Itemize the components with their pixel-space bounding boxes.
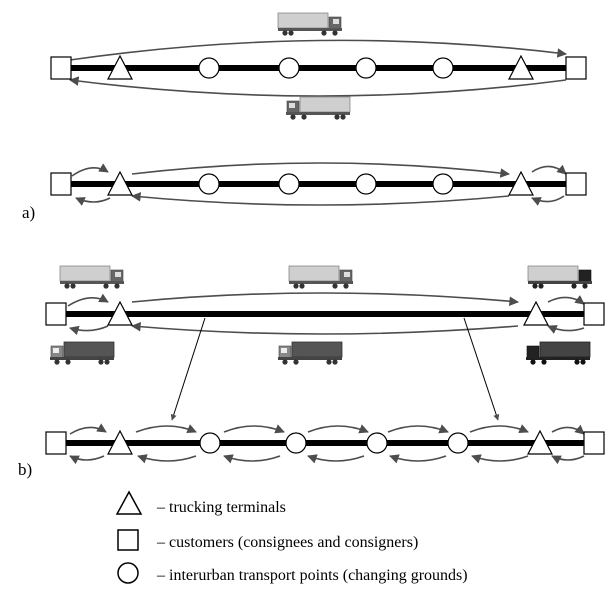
- transfer-arrow: [551, 455, 585, 465]
- square-customer-icon: [565, 172, 587, 196]
- transfer-arrow: [469, 424, 529, 434]
- triangle-terminal-icon: [115, 490, 143, 515]
- transfer-arrow: [307, 454, 365, 464]
- transfer-arrow: [135, 424, 197, 434]
- transfer-arrow: [547, 325, 585, 334]
- pointer-arrow: [463, 317, 500, 421]
- truck-icon: [525, 341, 591, 366]
- transfer-arrow: [551, 424, 585, 435]
- circle-transport-point-icon: [432, 173, 454, 195]
- truck-icon: [277, 12, 343, 37]
- transfer-arrow: [531, 164, 567, 175]
- legend-trucking-terminals: – trucking terminals: [156, 499, 286, 516]
- transfer-arrow: [531, 195, 565, 206]
- route-arrow: [131, 292, 519, 306]
- triangle-terminal-icon: [508, 170, 534, 196]
- circle-transport-point-icon: [117, 562, 139, 584]
- triangle-terminal-icon: [107, 429, 133, 455]
- panel-a-row-2: [50, 162, 587, 206]
- panel-a-row-1: [50, 12, 587, 121]
- panel-b-row-1: [45, 265, 605, 421]
- square-customer-icon: [583, 431, 605, 455]
- route-arrow: [131, 162, 510, 178]
- transfer-arrow: [71, 163, 109, 177]
- transfer-arrow: [75, 197, 111, 206]
- pointer-arrow: [170, 317, 206, 421]
- route-arrow: [69, 39, 567, 61]
- triangle-terminal-icon: [107, 300, 133, 326]
- circle-transport-point-icon: [278, 57, 300, 79]
- transfer-arrow: [387, 424, 449, 434]
- transfer-arrow: [67, 293, 109, 307]
- triangle-terminal-icon: [107, 54, 133, 80]
- circle-transport-point-icon: [278, 173, 300, 195]
- circle-transport-point-icon: [366, 432, 388, 454]
- circle-transport-point-icon: [432, 57, 454, 79]
- square-customer-icon: [45, 431, 67, 455]
- truck-icon: [527, 265, 593, 290]
- triangle-terminal-icon: [527, 429, 553, 455]
- transfer-arrow: [69, 423, 107, 435]
- square-customer-icon: [45, 302, 67, 326]
- transfer-arrow: [547, 294, 585, 305]
- truck-icon: [59, 265, 125, 290]
- triangle-terminal-icon: [107, 170, 133, 196]
- transfer-arrow: [307, 424, 369, 434]
- legend-customers: – customers (consignees and consigners): [156, 534, 418, 551]
- route-arrow: [131, 321, 519, 335]
- legend: – trucking terminals – customers (consig…: [115, 490, 468, 584]
- route-arrow: [69, 76, 567, 97]
- circle-transport-point-icon: [355, 173, 377, 195]
- transfer-arrow: [223, 454, 281, 464]
- square-customer-icon: [565, 56, 587, 80]
- triangle-terminal-icon: [523, 300, 549, 326]
- circle-transport-point-icon: [285, 432, 307, 454]
- transfer-arrow: [69, 455, 105, 465]
- circle-transport-point-icon: [199, 432, 221, 454]
- transfer-arrow: [471, 454, 529, 464]
- transfer-arrow: [137, 454, 197, 464]
- circle-transport-point-icon: [198, 57, 220, 79]
- legend-transport-points: – interurban transport points (changing …: [156, 567, 468, 584]
- truck-icon: [288, 265, 354, 290]
- circle-transport-point-icon: [198, 173, 220, 195]
- panel-b-row-2: [45, 423, 605, 465]
- triangle-terminal-icon: [508, 54, 534, 80]
- transfer-arrow: [69, 325, 109, 336]
- square-customer-icon: [50, 172, 72, 196]
- transfer-arrow: [223, 424, 285, 434]
- panel-label-b: b): [18, 460, 32, 479]
- truck-icon: [49, 341, 115, 366]
- square-customer-icon: [50, 56, 72, 80]
- circle-transport-point-icon: [355, 57, 377, 79]
- panel-label-a: a): [22, 203, 35, 222]
- circle-transport-point-icon: [447, 432, 469, 454]
- route-arrow: [131, 192, 510, 206]
- truck-icon: [277, 341, 343, 366]
- square-customer-icon: [117, 529, 139, 551]
- square-customer-icon: [583, 302, 605, 326]
- truck-icon: [285, 96, 351, 121]
- transfer-arrow: [389, 454, 447, 464]
